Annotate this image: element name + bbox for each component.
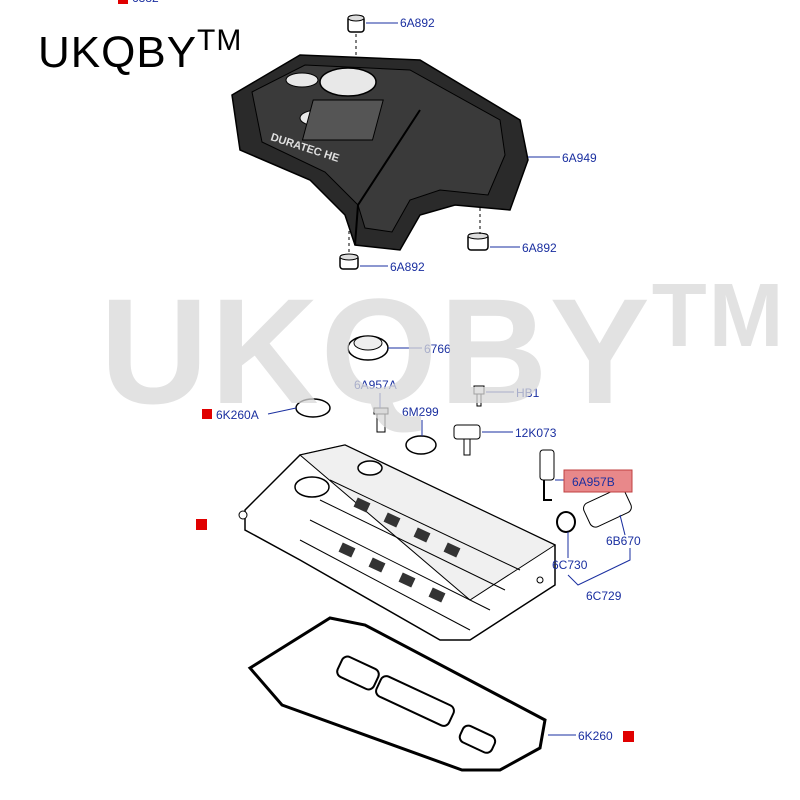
breather-fitting-drawing: [373, 407, 389, 433]
oil-filler-cap-drawing: [347, 335, 389, 361]
label-6A957A: 6A957A: [354, 378, 397, 392]
leader-6B670: [619, 514, 626, 536]
label-top-cut: 6382: [132, 0, 159, 5]
brand-tm: TM: [197, 24, 243, 57]
marker-valve-cover: [196, 519, 207, 530]
camshaft-sensor-drawing: [453, 424, 481, 456]
cover-grommet-top-drawing: [347, 14, 365, 55]
bolt-drawing: [473, 385, 485, 407]
label-6K260A: 6K260A: [216, 408, 259, 422]
watermark-tm: TM: [651, 266, 786, 366]
label-12K073: 12K073: [515, 426, 557, 440]
leader-6K260A: [267, 407, 297, 415]
highlight-6A957B: [563, 469, 633, 493]
marker-6K260A: [202, 409, 212, 419]
watermark-large: UKQBYTM: [100, 265, 786, 438]
cover-grommet-right-drawing: [467, 208, 489, 251]
watermark-brand: UKQBY: [100, 267, 652, 435]
label-6A949: 6A949: [562, 151, 597, 165]
marker-6K260: [623, 731, 634, 742]
label-6K260: 6K260: [578, 729, 613, 743]
pcv-valve-drawing: [583, 487, 632, 528]
leader-6C729: [567, 548, 631, 586]
plug-drawing: [405, 435, 437, 455]
label-6A892-top: 6A892: [400, 16, 435, 30]
marker-top-cut: [118, 0, 128, 4]
label-6C729: 6C729: [586, 589, 622, 603]
valve-cover-drawing: [238, 444, 557, 641]
engine-cover-drawing: DURATEC HE: [231, 54, 529, 251]
brand-name: UKQBY: [38, 28, 198, 77]
valve-cover-gasket-drawing: [247, 616, 547, 772]
cover-grommet-bottom-drawing: [339, 225, 359, 270]
pcv-hose-fitting-drawing: [539, 449, 555, 501]
label-6C730: 6C730: [552, 558, 588, 572]
label-6A957B: 6A957B: [572, 475, 615, 489]
label-6766: 6766: [424, 342, 451, 356]
label-6A892-bottom: 6A892: [390, 260, 425, 274]
o-ring-drawing: [556, 511, 576, 533]
label-HB1: HB1: [516, 386, 540, 400]
label-6A892-right: 6A892: [522, 241, 557, 255]
label-6B670: 6B670: [606, 534, 641, 548]
label-6M299: 6M299: [402, 405, 439, 419]
brand-logo: UKQBYTM: [38, 24, 242, 78]
